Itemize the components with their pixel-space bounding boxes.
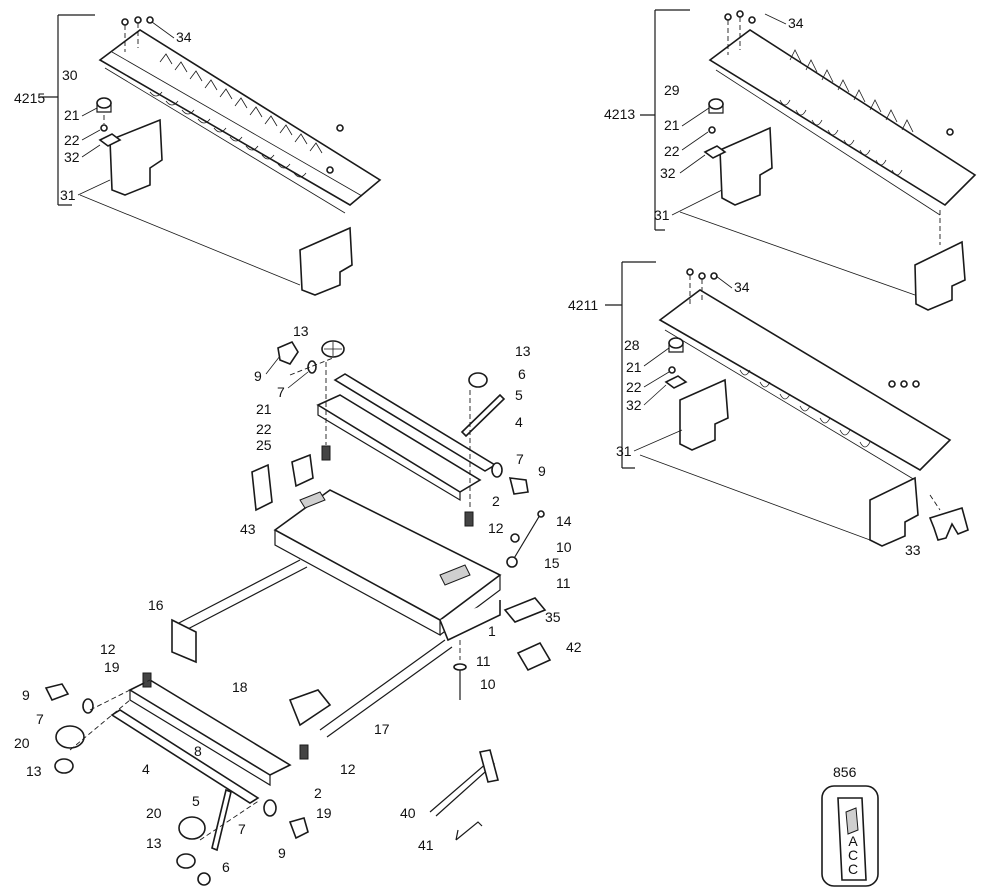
- label-11-b: 11: [476, 653, 491, 669]
- label-2-a: 2: [492, 493, 500, 509]
- label-32-a: 32: [64, 149, 80, 165]
- template-letter-c2: C: [848, 861, 858, 877]
- label-22-b: 22: [664, 143, 680, 159]
- label-4215: 4215: [14, 90, 45, 106]
- part-856: 856 A C C: [821, 764, 879, 887]
- label-10-b: 10: [480, 676, 496, 692]
- assembly-4211: 4211 28 34 21 22 32 31 33: [568, 261, 969, 558]
- label-5-a: 5: [515, 387, 523, 403]
- label-13-a: 13: [293, 323, 309, 339]
- comb-fingers-4213: [779, 49, 914, 176]
- label-35: 35: [545, 609, 561, 625]
- assembly-base: 13 9 7 21 22 25 43 13 6 5 4 7 9 2 12 14 …: [14, 323, 582, 886]
- label-13-c: 13: [26, 763, 42, 779]
- label-4-a: 4: [515, 414, 523, 430]
- label-20-a: 20: [14, 735, 30, 751]
- label-40: 40: [400, 805, 416, 821]
- label-43: 43: [240, 521, 256, 537]
- comb-fingers-4211: [739, 369, 871, 448]
- label-5-b: 5: [192, 793, 200, 809]
- assembly-4213: 4213 29 34 21 22 32 31: [604, 9, 977, 311]
- label-6-b: 6: [222, 859, 230, 875]
- label-13-d: 13: [146, 835, 162, 851]
- label-29: 29: [664, 82, 680, 98]
- label-9-b: 9: [538, 463, 546, 479]
- label-31-c: 31: [616, 443, 632, 459]
- label-16: 16: [148, 597, 164, 613]
- label-7-d: 7: [238, 821, 246, 837]
- label-22-c: 22: [626, 379, 642, 395]
- label-6-a: 6: [518, 366, 526, 382]
- label-7-a: 7: [277, 384, 285, 400]
- label-32-c: 32: [626, 397, 642, 413]
- label-18: 18: [232, 679, 248, 695]
- label-9-d: 9: [278, 845, 286, 861]
- comb-fingers-4215: [149, 53, 323, 178]
- label-42: 42: [566, 639, 582, 655]
- label-4-b: 4: [142, 761, 150, 777]
- label-41: 41: [418, 837, 434, 853]
- label-15: 15: [544, 555, 560, 571]
- label-12-a: 12: [488, 520, 504, 536]
- label-17: 17: [374, 721, 390, 737]
- label-856: 856: [833, 764, 857, 780]
- label-10-a: 10: [556, 539, 572, 555]
- label-31-b: 31: [654, 207, 670, 223]
- label-30: 30: [62, 67, 78, 83]
- label-32-b: 32: [660, 165, 676, 181]
- label-22-a: 22: [64, 132, 80, 148]
- label-31-a: 31: [60, 187, 76, 203]
- label-2-b: 2: [314, 785, 322, 801]
- label-7-b: 7: [516, 451, 524, 467]
- template-letter-a: A: [848, 833, 858, 849]
- assembly-4215: 4215 30 34 21 22 32 31: [14, 14, 382, 296]
- label-12-c: 12: [340, 761, 356, 777]
- label-20-b: 20: [146, 805, 162, 821]
- label-12-b: 12: [100, 641, 116, 657]
- label-14: 14: [556, 513, 572, 529]
- template-letter-c1: C: [848, 847, 858, 863]
- label-9-c: 9: [22, 687, 30, 703]
- label-21-c: 21: [626, 359, 642, 375]
- label-8: 8: [194, 743, 202, 759]
- label-34-c: 34: [734, 279, 750, 295]
- label-22-d: 22: [256, 421, 272, 437]
- label-19-a: 19: [104, 659, 120, 675]
- label-19-b: 19: [316, 805, 332, 821]
- label-21-d: 21: [256, 401, 272, 417]
- label-9-a: 9: [254, 368, 262, 384]
- label-34-a: 34: [176, 29, 192, 45]
- label-21-a: 21: [64, 107, 80, 123]
- label-28: 28: [624, 337, 640, 353]
- label-34-b: 34: [788, 15, 804, 31]
- label-33: 33: [905, 542, 921, 558]
- label-4213: 4213: [604, 106, 635, 122]
- label-1: 1: [488, 623, 496, 639]
- label-21-b: 21: [664, 117, 680, 133]
- label-25: 25: [256, 437, 272, 453]
- label-13-b: 13: [515, 343, 531, 359]
- label-11-a: 11: [556, 575, 571, 591]
- label-4211: 4211: [568, 297, 598, 313]
- label-7-c: 7: [36, 711, 44, 727]
